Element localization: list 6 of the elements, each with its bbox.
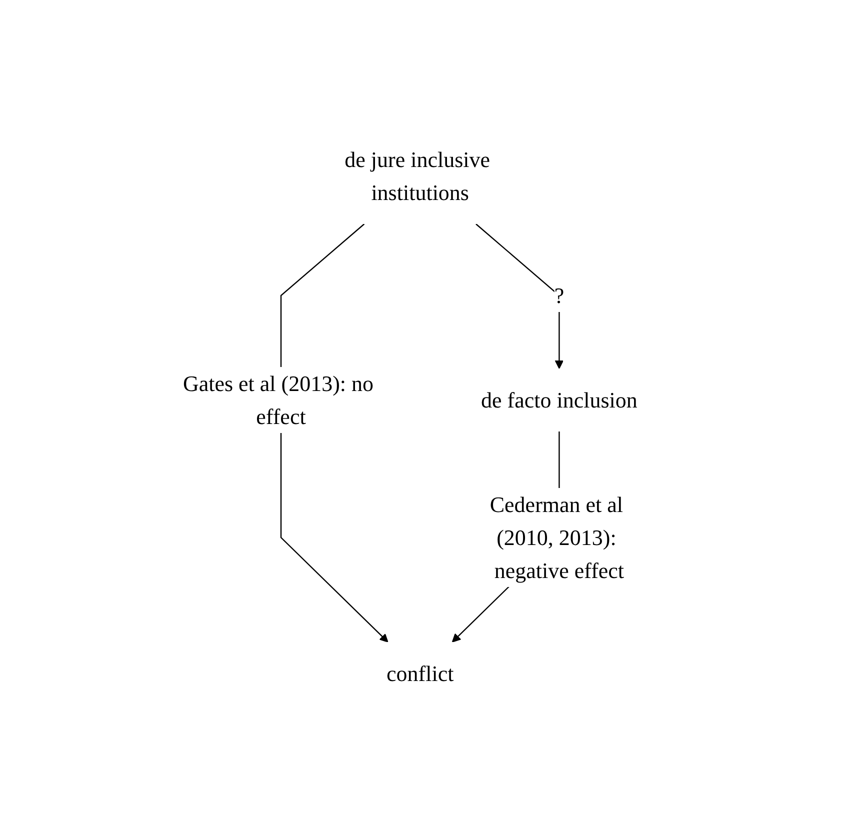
node-text: de jure inclusive institutions xyxy=(344,146,490,204)
edge-label: Gates et al (2013): no effect xyxy=(183,370,374,428)
node-text: conflict xyxy=(386,660,454,686)
node-text: de facto inclusion xyxy=(481,387,638,412)
edge-label: Cederman et al (2010, 2013): negative effect xyxy=(490,492,624,582)
edge-label: ? xyxy=(554,282,564,308)
